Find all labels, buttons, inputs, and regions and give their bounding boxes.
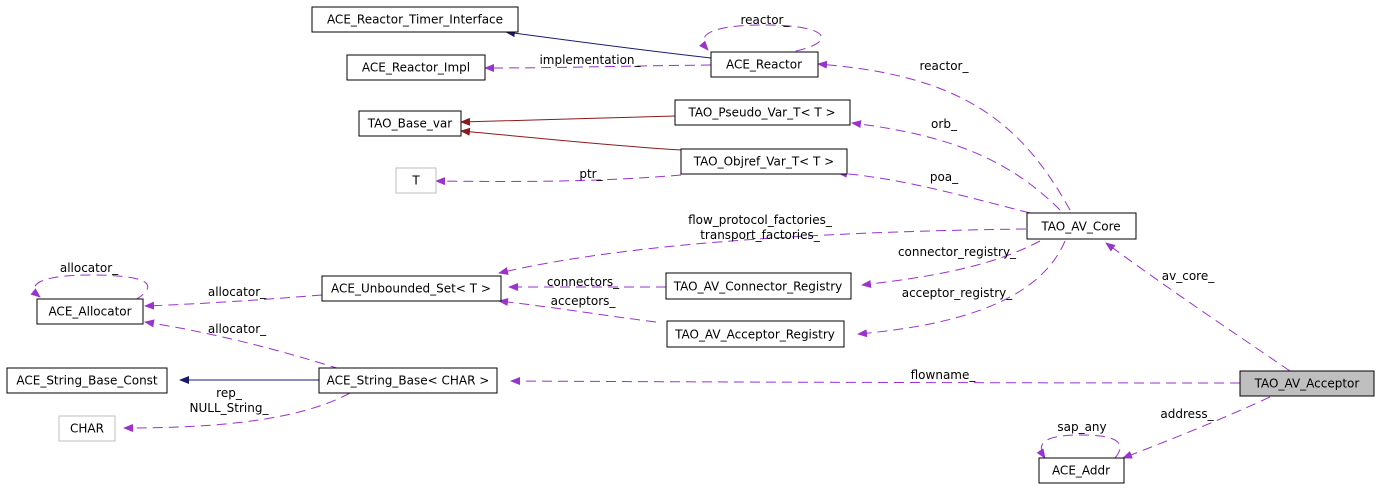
node-label: ACE_Reactor <box>726 58 802 72</box>
node-label: TAO_AV_Core <box>1040 220 1120 234</box>
edge-av-core <box>1105 242 1291 372</box>
node-tao-objref-var-t[interactable]: TAO_Objref_Var_T< T > <box>680 148 848 175</box>
node-label: ACE_Unbounded_Set< T > <box>331 282 491 296</box>
edge-ptr <box>435 174 682 186</box>
node-label: TAO_Pseudo_Var_T< T > <box>687 106 835 120</box>
label-reactor-self: reactor_ <box>741 13 791 27</box>
node-label: T <box>411 174 420 188</box>
edge-orb <box>851 120 1061 211</box>
node-ace-allocator[interactable]: ACE_Allocator <box>36 298 144 325</box>
label-sap-any: sap_any <box>1057 420 1106 434</box>
edge-rep-null-string <box>123 392 351 432</box>
edge-address <box>1122 396 1271 459</box>
node-label: ACE_String_Base< CHAR > <box>327 374 490 388</box>
node-label: ACE_Reactor_Impl <box>362 61 470 75</box>
node-ace-reactor-timer-interface[interactable]: ACE_Reactor_Timer_Interface <box>311 6 519 33</box>
node-label: TAO_Objref_Var_T< T > <box>693 155 834 169</box>
label-acceptors: acceptors_ <box>551 294 617 308</box>
edges <box>30 24 1291 459</box>
edge-reactor <box>817 60 1071 211</box>
label-ptr: ptr_ <box>579 167 603 181</box>
edge-sap-any <box>1036 434 1121 459</box>
label-transport-factories: transport_factories_ <box>700 228 821 242</box>
node-ace-addr[interactable]: ACE_Addr <box>1038 457 1125 484</box>
edge-allocator-self <box>30 274 149 301</box>
node-label: ACE_Allocator <box>48 305 131 319</box>
node-tao-av-acceptor[interactable]: TAO_AV_Acceptor <box>1239 370 1375 397</box>
node-label: CHAR <box>70 422 104 436</box>
node-label: ACE_Reactor_Timer_Interface <box>327 13 503 27</box>
node-label: TAO_AV_Acceptor <box>1254 377 1360 391</box>
node-label: TAO_AV_Connector_Registry <box>673 280 843 294</box>
edge-inherit-pseudo-var <box>460 115 676 126</box>
node-char[interactable]: CHAR <box>58 415 116 442</box>
edge-flowname <box>510 377 1241 386</box>
edge-inherit-reactor-timer-interface <box>505 29 712 59</box>
node-tao-av-acceptor-registry[interactable]: TAO_AV_Acceptor_Registry <box>666 320 845 348</box>
label-address: address_ <box>1160 407 1214 421</box>
label-connectors: connectors_ <box>547 275 620 289</box>
label-flow-protocol-factories: flow_protocol_factories_ <box>688 213 833 227</box>
label-null-string: NULL_String_ <box>190 401 270 415</box>
node-ace-string-base-const[interactable]: ACE_String_Base_Const <box>6 367 168 394</box>
node-ace-reactor[interactable]: ACE_Reactor <box>710 51 819 78</box>
edge-reactor-self <box>699 24 823 55</box>
edge-allocator-set <box>144 294 323 310</box>
label-orb: orb_ <box>931 117 958 131</box>
node-t[interactable]: T <box>395 167 437 194</box>
edge-implementation <box>484 63 712 72</box>
node-label: ACE_Addr <box>1052 464 1110 478</box>
label-acceptor-registry: acceptor_registry_ <box>902 286 1014 300</box>
edge-acceptors <box>498 298 657 323</box>
label-allocator-set: allocator_ <box>208 285 267 299</box>
edge-acceptor-registry <box>857 240 1066 338</box>
edge-connector-registry <box>861 240 1041 288</box>
node-ace-string-base-char[interactable]: ACE_String_Base< CHAR > <box>318 367 498 394</box>
label-rep: rep_ <box>216 386 243 400</box>
edge-allocator-string <box>144 319 341 370</box>
label-allocator-self: allocator_ <box>60 261 119 275</box>
node-tao-av-core[interactable]: TAO_AV_Core <box>1026 212 1137 240</box>
label-implementation: implementation_ <box>539 53 641 67</box>
edge-labels: reactor_ implementation_ reactor_ orb_ p… <box>60 13 1215 434</box>
node-label: TAO_AV_Acceptor_Registry <box>674 328 835 342</box>
node-tao-av-connector-registry[interactable]: TAO_AV_Connector_Registry <box>665 272 852 300</box>
node-tao-base-var[interactable]: TAO_Base_var <box>358 110 462 137</box>
edge-poa <box>837 169 1031 214</box>
node-label: TAO_Base_var <box>367 117 453 131</box>
node-ace-unbounded-set[interactable]: ACE_Unbounded_Set< T > <box>321 275 502 302</box>
label-poa: poa_ <box>930 170 959 184</box>
label-flowname: flowname_ <box>911 368 977 382</box>
label-av-core: av_core_ <box>1162 269 1215 283</box>
label-reactor: reactor_ <box>920 59 970 73</box>
label-allocator-string: allocator_ <box>208 322 267 336</box>
node-ace-reactor-impl[interactable]: ACE_Reactor_Impl <box>346 54 486 81</box>
node-tao-pseudo-var-t[interactable]: TAO_Pseudo_Var_T< T > <box>674 99 851 126</box>
label-connector-registry: connector_registry_ <box>898 245 1017 259</box>
edge-inherit-objref-var <box>460 127 682 151</box>
node-label: ACE_String_Base_Const <box>16 374 158 388</box>
